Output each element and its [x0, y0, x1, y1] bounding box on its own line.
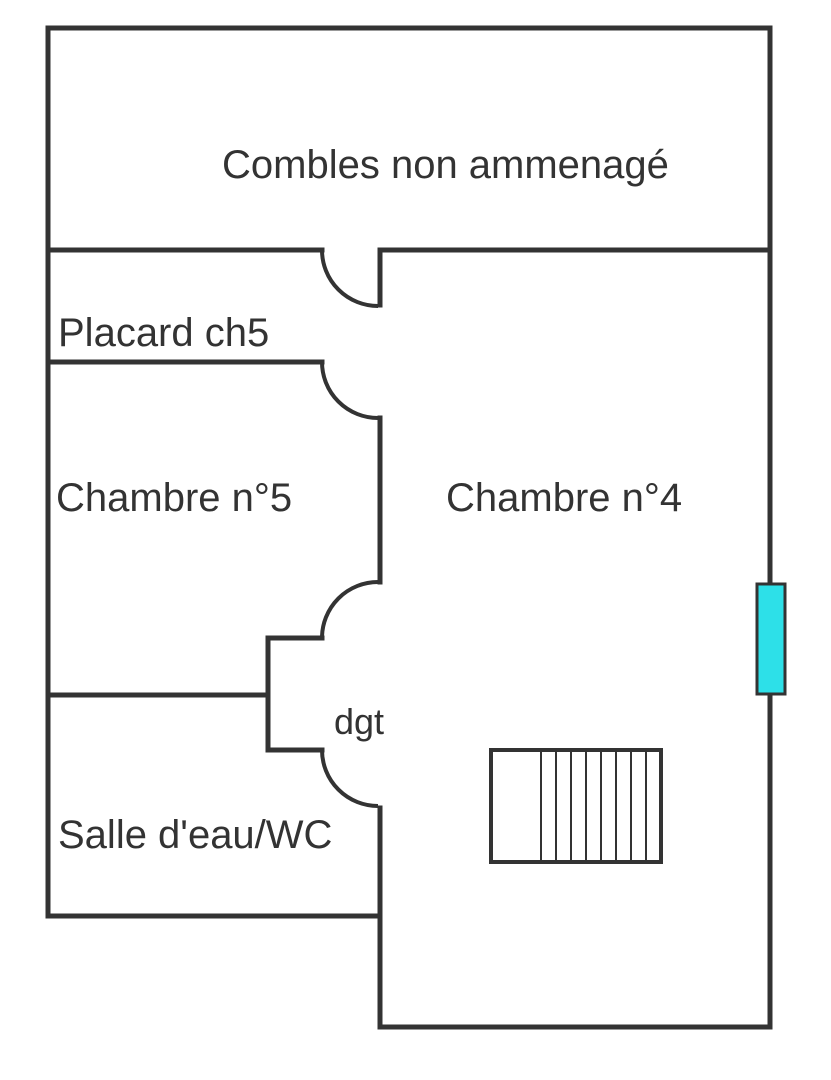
door-ch5-arc [320, 580, 379, 639]
staircase-icon [489, 748, 663, 864]
window [755, 582, 787, 696]
room-label-chambre-5: Chambre n°5 [56, 476, 293, 520]
door-sde-arc [320, 749, 379, 808]
door-combles-arc [320, 249, 379, 308]
room-label-placard: Placard ch5 [58, 311, 270, 355]
room-label-salle-eau: Salle d'eau/WC [58, 813, 333, 857]
room-label-combles: Combles non ammenagé [222, 143, 669, 187]
room-label-degagement: dgt [334, 701, 385, 742]
door-placard-arc [320, 361, 379, 420]
room-label-chambre-4: Chambre n°4 [446, 476, 683, 520]
wall-dgt-alcove [265, 635, 325, 753]
